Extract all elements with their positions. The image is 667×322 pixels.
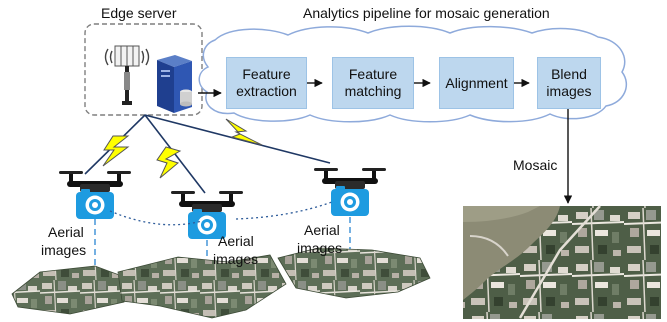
drone-icon-3 [314,168,386,216]
lightning-icon-3 [225,118,263,146]
flight-path [109,201,333,226]
stage-label-line1: Blend [551,66,587,82]
stage-label-line1: Alignment [445,74,508,91]
lightning-icon-1 [102,135,130,167]
server-icon [157,55,192,113]
drone-1-caption-line2: images [41,242,87,258]
stage-label-line2: images [546,83,592,99]
wireless-links [84,114,331,194]
edge-server-title: Edge server [101,5,177,21]
drone-icon-1 [59,171,131,219]
pipeline-title: Analytics pipeline for mosaic generation [303,5,550,21]
edge-server-box [84,23,203,116]
drone-3-caption-line2: images [297,240,343,256]
drone-1-caption-line1: Aerial [48,224,84,240]
mosaic-image [463,205,661,319]
stage-label-line1: Feature [242,66,291,82]
lightning-icon-2 [156,146,182,179]
antenna-icon [104,45,150,105]
drone-2-caption-line2: images [213,251,259,267]
drone-2-caption-line1: Aerial [218,233,254,249]
drone-3-caption-line1: Aerial [304,222,340,238]
stage-label-line1: Feature [348,66,398,82]
stage-alignment: Alignment [439,57,514,109]
stage-label-line2: extraction [236,83,297,99]
ground-aerial-images [11,247,431,319]
drone-icon-2 [171,191,243,239]
mosaic-label: Mosaic [513,157,558,173]
stage-label-line2: matching [344,83,402,99]
